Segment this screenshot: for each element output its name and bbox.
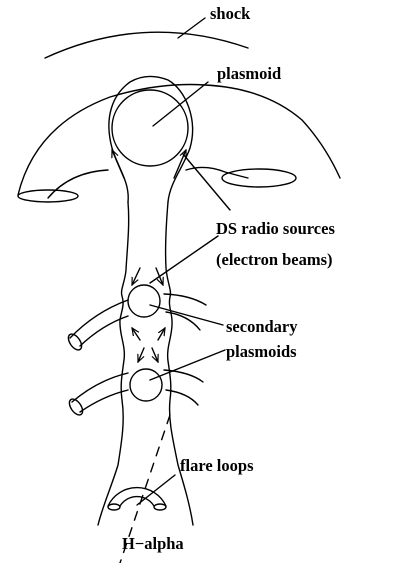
label-flare-loops: flare loops [180,456,254,475]
flare-loop [108,488,166,510]
large-arcade [18,85,340,203]
label-ds-radio-sources: DS radio sources [216,219,335,238]
label-plasmoid: plasmoid [217,64,281,83]
label-plasmoids: plasmoids [226,342,297,361]
label-secondary: secondary [226,317,298,336]
current-sheet [98,76,193,525]
label-h-alpha: H−alpha [122,534,184,553]
shock-front [45,32,248,58]
secondary-plasmoid-upper [66,285,206,352]
outflow-arrows [112,150,186,362]
plasmoid-circle [112,90,188,166]
label-electron-beams: (electron beams) [216,250,333,269]
secondary-plasmoid-lower [67,369,203,417]
label-shock: shock [210,4,251,23]
